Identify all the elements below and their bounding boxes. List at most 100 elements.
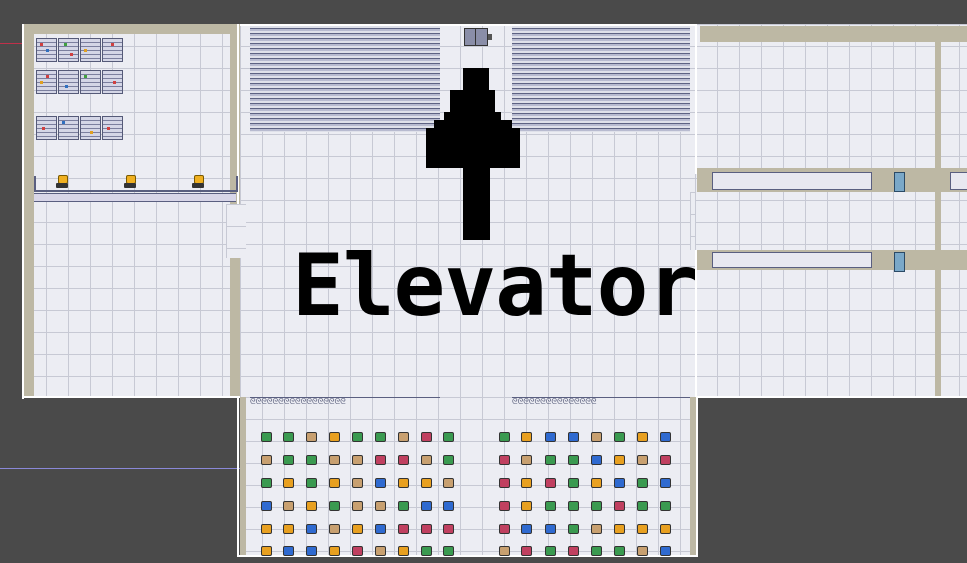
chair-icon[interactable] (614, 501, 625, 511)
chair-icon[interactable] (499, 524, 510, 534)
chair-icon[interactable] (421, 478, 432, 488)
chair-icon[interactable] (352, 546, 363, 556)
chair-icon[interactable] (660, 501, 671, 511)
chair-icon[interactable] (352, 455, 363, 465)
door-icon[interactable] (894, 172, 905, 192)
chair-icon[interactable] (306, 478, 317, 488)
chair-icon[interactable] (499, 455, 510, 465)
chair-icon[interactable] (568, 524, 579, 534)
chair-icon[interactable] (545, 432, 556, 442)
chair-icon[interactable] (545, 501, 556, 511)
chair-icon[interactable] (375, 432, 386, 442)
chair-icon[interactable] (591, 478, 602, 488)
chair-icon[interactable] (499, 546, 510, 556)
chair-icon[interactable] (568, 501, 579, 511)
chair-icon[interactable] (591, 455, 602, 465)
chair-icon[interactable] (306, 455, 317, 465)
chair-icon[interactable] (261, 478, 272, 488)
chair-icon[interactable] (443, 501, 454, 511)
chair-icon[interactable] (261, 524, 272, 534)
chair-icon[interactable] (637, 455, 648, 465)
chair-icon[interactable] (545, 478, 556, 488)
chair-icon[interactable] (499, 478, 510, 488)
chair-icon[interactable] (306, 501, 317, 511)
chair-icon[interactable] (660, 455, 671, 465)
door-icon[interactable] (894, 252, 905, 272)
chair-icon[interactable] (283, 455, 294, 465)
chair-icon[interactable] (398, 432, 409, 442)
chair-icon[interactable] (637, 432, 648, 442)
chair-icon[interactable] (261, 455, 272, 465)
chair-icon[interactable] (421, 455, 432, 465)
chair-icon[interactable] (499, 501, 510, 511)
chair-icon[interactable] (283, 478, 294, 488)
chair-icon[interactable] (443, 546, 454, 556)
chair-icon[interactable] (329, 501, 340, 511)
chair-icon[interactable] (421, 432, 432, 442)
chair-icon[interactable] (329, 478, 340, 488)
chair-icon[interactable] (443, 524, 454, 534)
chair-icon[interactable] (591, 546, 602, 556)
chair-icon[interactable] (398, 478, 409, 488)
chair-icon[interactable] (637, 524, 648, 534)
elevator-door-icon[interactable] (464, 28, 488, 46)
chair-icon[interactable] (521, 546, 532, 556)
chair-icon[interactable] (521, 524, 532, 534)
chair-icon[interactable] (660, 546, 671, 556)
chair-icon[interactable] (545, 455, 556, 465)
chair-icon[interactable] (261, 432, 272, 442)
chair-icon[interactable] (591, 524, 602, 534)
chair-icon[interactable] (375, 478, 386, 488)
chair-icon[interactable] (443, 455, 454, 465)
chair-icon[interactable] (306, 546, 317, 556)
chair-icon[interactable] (521, 478, 532, 488)
chair-icon[interactable] (283, 432, 294, 442)
chair-icon[interactable] (398, 524, 409, 534)
chair-icon[interactable] (499, 432, 510, 442)
worker-icon[interactable] (124, 175, 136, 189)
chair-icon[interactable] (637, 478, 648, 488)
chair-icon[interactable] (443, 478, 454, 488)
chair-icon[interactable] (614, 455, 625, 465)
chair-icon[interactable] (521, 501, 532, 511)
chair-icon[interactable] (329, 546, 340, 556)
chair-icon[interactable] (568, 546, 579, 556)
chair-icon[interactable] (375, 546, 386, 556)
chair-icon[interactable] (352, 524, 363, 534)
chair-icon[interactable] (329, 432, 340, 442)
chair-icon[interactable] (352, 478, 363, 488)
chair-icon[interactable] (660, 478, 671, 488)
chair-icon[interactable] (375, 501, 386, 511)
chair-icon[interactable] (421, 524, 432, 534)
chair-icon[interactable] (283, 546, 294, 556)
worker-icon[interactable] (56, 175, 68, 189)
chair-icon[interactable] (614, 432, 625, 442)
chair-icon[interactable] (521, 455, 532, 465)
chair-icon[interactable] (591, 501, 602, 511)
chair-icon[interactable] (614, 478, 625, 488)
chair-icon[interactable] (545, 524, 556, 534)
chair-icon[interactable] (398, 546, 409, 556)
chair-icon[interactable] (329, 455, 340, 465)
chair-icon[interactable] (398, 501, 409, 511)
chair-icon[interactable] (283, 501, 294, 511)
chair-icon[interactable] (545, 546, 556, 556)
chair-icon[interactable] (637, 546, 648, 556)
chair-icon[interactable] (614, 524, 625, 534)
chair-icon[interactable] (568, 455, 579, 465)
chair-icon[interactable] (352, 501, 363, 511)
chair-icon[interactable] (375, 455, 386, 465)
chair-icon[interactable] (398, 455, 409, 465)
chair-icon[interactable] (568, 432, 579, 442)
chair-icon[interactable] (421, 501, 432, 511)
chair-icon[interactable] (421, 546, 432, 556)
chair-icon[interactable] (660, 524, 671, 534)
chair-icon[interactable] (261, 501, 272, 511)
chair-icon[interactable] (375, 524, 386, 534)
chair-icon[interactable] (614, 546, 625, 556)
chair-icon[interactable] (306, 524, 317, 534)
chair-icon[interactable] (637, 501, 648, 511)
chair-icon[interactable] (521, 432, 532, 442)
chair-icon[interactable] (660, 432, 671, 442)
chair-icon[interactable] (568, 478, 579, 488)
